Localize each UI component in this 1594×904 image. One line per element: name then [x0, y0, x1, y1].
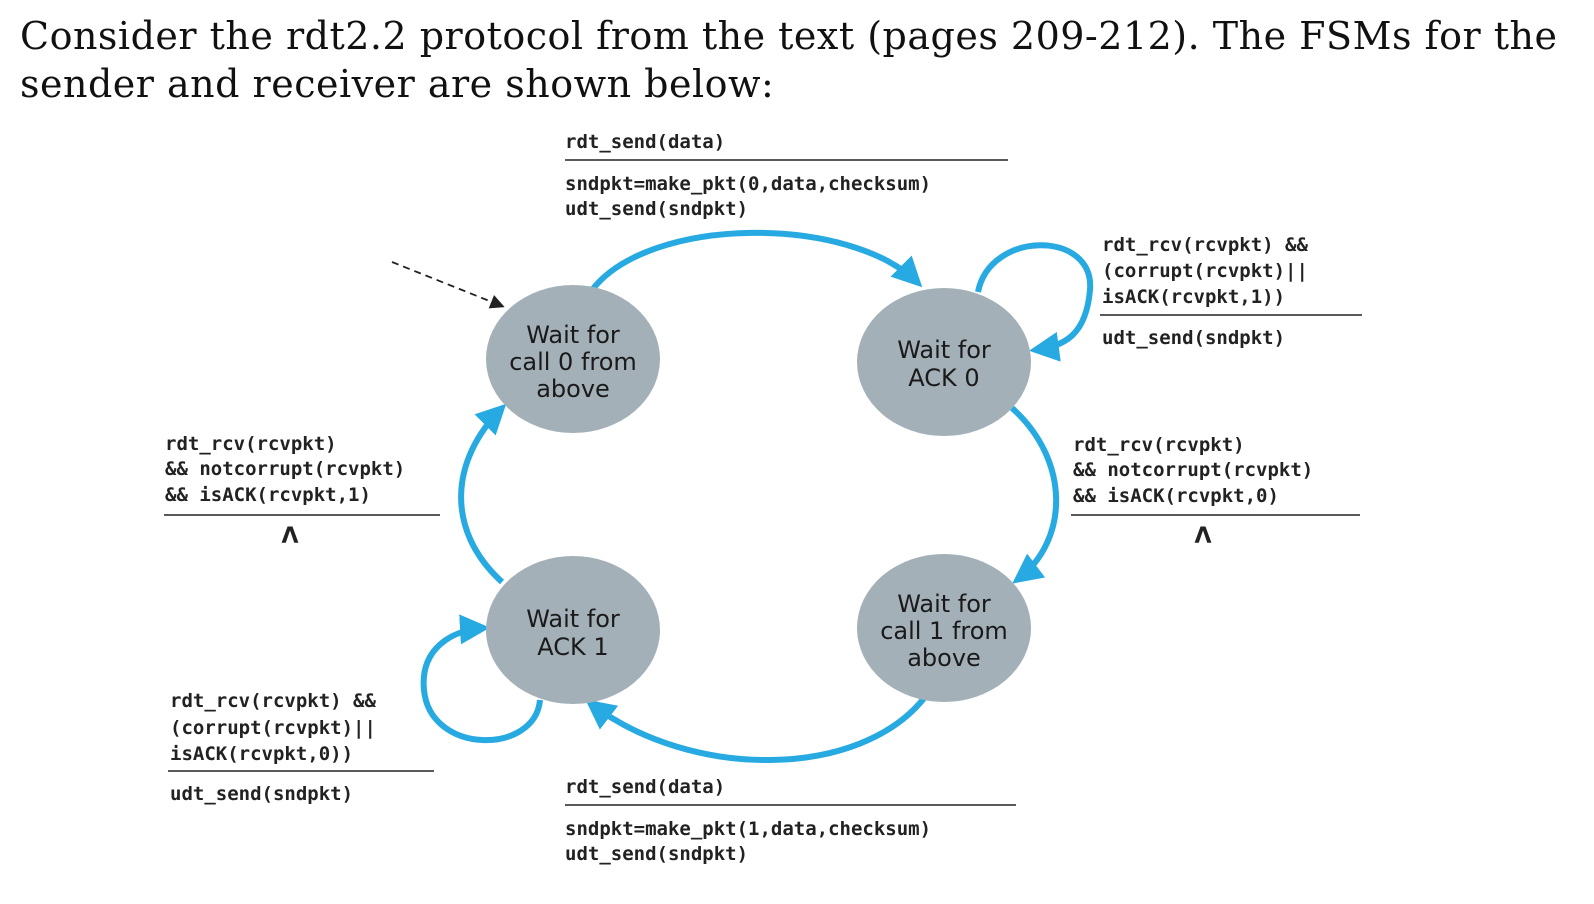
state-wait-call-1: Wait for call 1 from above: [857, 554, 1031, 702]
state-wait-ack-1: Wait for ACK 1: [486, 556, 660, 704]
label-ack1: rdt_rcv(rcvpkt) && notcorrupt(rcvpkt) &&…: [164, 433, 440, 549]
state-wait-ack-1-line-2: ACK 1: [537, 633, 608, 661]
problem-statement-line-1: Consider the rdt2.2 protocol from the te…: [20, 14, 1558, 58]
problem-statement: Consider the rdt2.2 protocol from the te…: [20, 12, 1580, 108]
state-wait-call-0-line-2: call 0 from: [509, 348, 637, 376]
label-retx1-event-3: isACK(rcvpkt,0)): [170, 743, 353, 765]
state-wait-call-1-line-3: above: [907, 644, 981, 672]
label-send0-event-1: rdt_send(data): [565, 131, 725, 153]
edge-ack1: [458, 403, 507, 585]
label-retx0-event-3: isACK(rcvpkt,1)): [1102, 286, 1285, 308]
label-send1-event-1: rdt_send(data): [565, 776, 725, 798]
edge-send0: [589, 229, 923, 292]
state-wait-call-1-line-2: call 1 from: [880, 617, 1008, 645]
edge-retx0-self-loop: [975, 242, 1094, 362]
label-ack0-event-2: && notcorrupt(rcvpkt): [1073, 459, 1313, 481]
label-send1-action-2: udt_send(sndpkt): [565, 843, 748, 865]
label-retx0-event-1: rdt_rcv(rcvpkt) &&: [1102, 234, 1308, 256]
label-retx1-event-1: rdt_rcv(rcvpkt) &&: [170, 690, 376, 712]
label-retx0-action-1: udt_send(sndpkt): [1102, 327, 1285, 349]
label-send0: rdt_send(data) sndpkt=make_pkt(0,data,ch…: [565, 131, 1008, 220]
label-send1-action-1: sndpkt=make_pkt(1,data,checksum): [565, 818, 931, 840]
edge-retx1-self-loop: [420, 614, 543, 743]
label-ack0: rdt_rcv(rcvpkt) && notcorrupt(rcvpkt) &&…: [1071, 434, 1360, 549]
label-ack0-event-1: rdt_rcv(rcvpkt): [1073, 434, 1245, 456]
state-wait-ack-0-line-1: Wait for: [897, 336, 991, 364]
edge-send1: [585, 695, 928, 763]
edge-ack0: [1009, 405, 1060, 584]
state-wait-call-0-line-1: Wait for: [526, 321, 620, 349]
state-wait-ack-0: Wait for ACK 0: [857, 288, 1031, 436]
state-wait-call-1-line-1: Wait for: [897, 590, 991, 618]
label-retx1: rdt_rcv(rcvpkt) && (corrupt(rcvpkt)|| is…: [168, 690, 434, 805]
label-retx0: rdt_rcv(rcvpkt) && (corrupt(rcvpkt)|| is…: [1100, 234, 1362, 349]
label-ack1-event-1: rdt_rcv(rcvpkt): [165, 433, 337, 455]
state-wait-call-0: Wait for call 0 from above: [486, 285, 660, 433]
state-wait-ack-1-line-1: Wait for: [526, 605, 620, 633]
label-send0-action-1: sndpkt=make_pkt(0,data,checksum): [565, 173, 931, 195]
problem-statement-line-2: sender and receiver are shown below:: [20, 62, 775, 106]
state-wait-call-0-line-3: above: [536, 375, 610, 403]
label-retx0-event-2: (corrupt(rcvpkt)||: [1102, 260, 1308, 282]
initial-state-arrow: [391, 261, 505, 309]
label-send0-action-2: udt_send(sndpkt): [565, 198, 748, 220]
label-ack1-event-2: && notcorrupt(rcvpkt): [165, 458, 405, 480]
label-ack0-event-3: && isACK(rcvpkt,0): [1073, 485, 1279, 507]
state-wait-ack-0-line-2: ACK 0: [908, 364, 979, 392]
label-ack0-action-lambda: Λ: [1194, 524, 1211, 549]
label-send1: rdt_send(data) sndpkt=make_pkt(1,data,ch…: [565, 776, 1016, 865]
label-retx1-event-2: (corrupt(rcvpkt)||: [170, 717, 376, 739]
label-retx1-action-1: udt_send(sndpkt): [170, 783, 353, 805]
label-ack1-action-lambda: Λ: [281, 524, 298, 549]
label-ack1-event-3: && isACK(rcvpkt,1): [165, 484, 371, 506]
